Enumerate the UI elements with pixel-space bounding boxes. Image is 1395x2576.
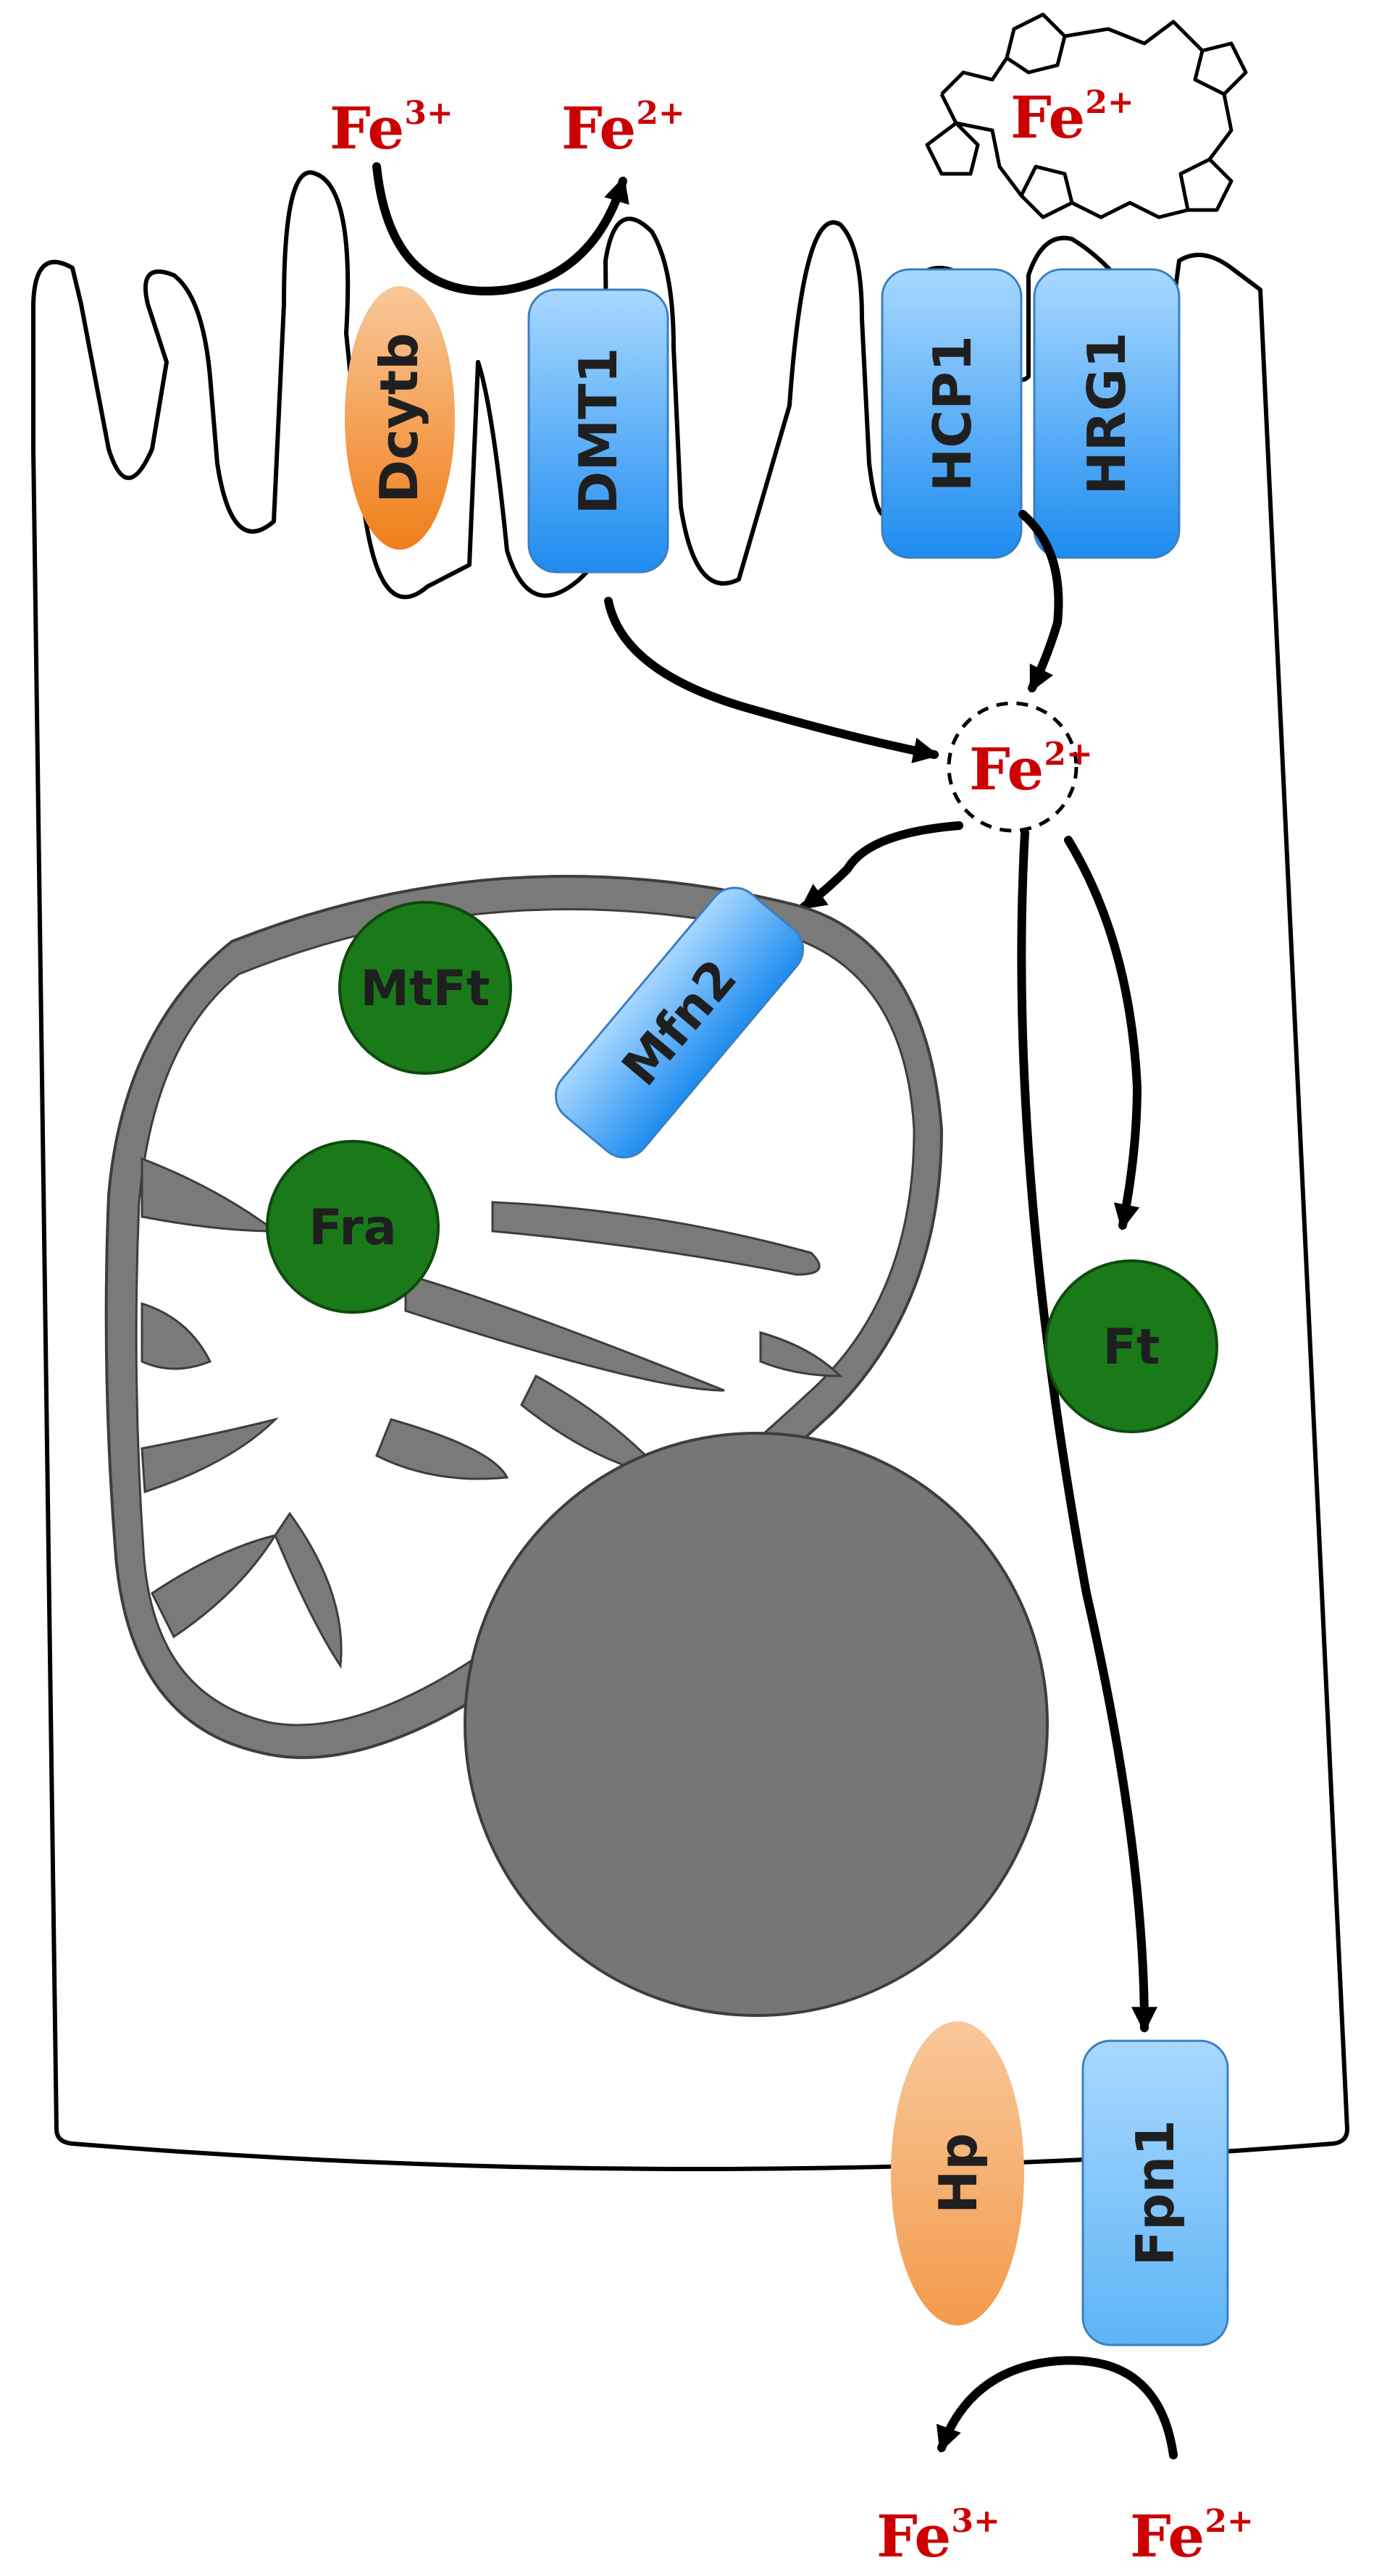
pool-to-mfn2-arrow [800,821,963,911]
reduction-arrow [372,162,629,295]
pool-to-ft-arrow [1064,836,1142,1231]
cell-membrane [31,170,1349,2171]
dmt1-label: DMT1 [568,348,629,515]
apical-fe3-label: Fe3+ [330,94,453,162]
ft-protein: Ft [1044,1259,1218,1433]
basal-fe3-label: Fe3+ [876,2502,1000,2570]
dcytb-reductase: Dcytb [345,286,455,550]
hrg1-label: HRG1 [1076,332,1137,495]
dashed-iron-pool-icon [947,701,1078,833]
heme-to-pool-arrow [1018,510,1063,693]
heme-porphyrin-icon [925,12,1248,219]
ft-label: Ft [1103,1319,1160,1376]
hp-oxidase: Hp [891,2021,1024,2325]
cytosol-fe2-label: Fe2+ [969,735,1093,803]
oxidation-arrow [936,2356,1178,2459]
hrg1-transporter: HRG1 [1033,268,1181,559]
nucleus [464,1432,1049,2017]
fra-protein: Fra [266,1140,440,1314]
hp-label: Hp [928,2133,989,2214]
dmt1-to-pool-arrow [604,597,940,764]
apical-fe2-label: Fe2+ [561,94,685,162]
hcp1-label: HCP1 [922,335,983,492]
hcp1-transporter: HCP1 [881,268,1023,559]
dcytb-label: Dcytb [369,332,430,503]
heme-fe2-label: Fe2+ [1010,83,1134,151]
mtft-protein: MtFt [338,901,512,1075]
dmt1-transporter: DMT1 [527,288,669,574]
basal-fe2-label: Fe2+ [1130,2502,1254,2570]
fpn1-label: Fpn1 [1125,2120,1186,2266]
fra-label: Fra [309,1199,397,1256]
pool-to-fpn1-arrow [1017,828,1157,2034]
mtft-label: MtFt [360,960,490,1018]
mitochondrion [104,875,944,1759]
fpn1-transporter: Fpn1 [1081,2039,1229,2346]
